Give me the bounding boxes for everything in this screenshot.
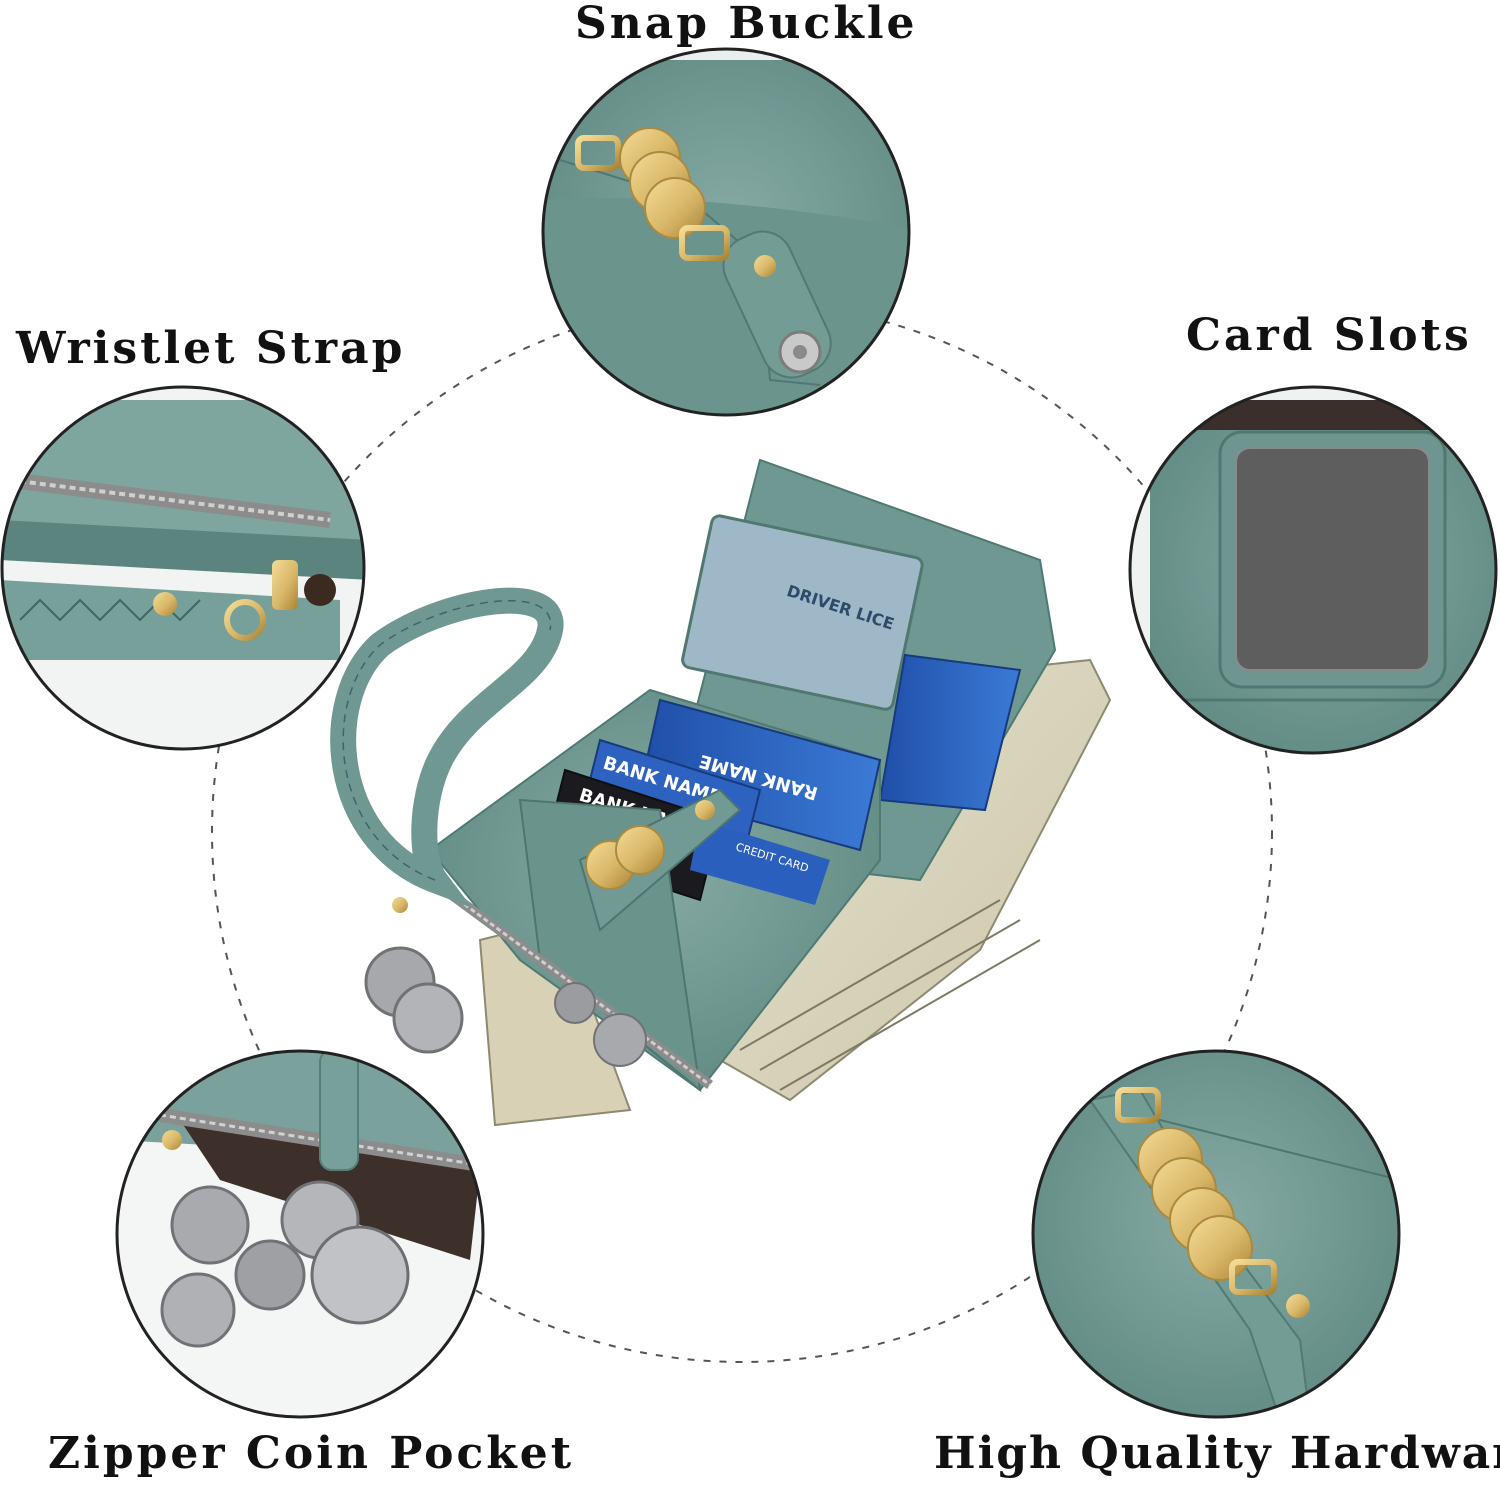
high-quality-hardware-label: High Quality Hardware <box>934 1428 1500 1479</box>
zipper-coin-pocket-detail <box>115 1049 485 1419</box>
card-slots-label: Card Slots <box>1186 310 1472 361</box>
id-window <box>681 514 924 711</box>
wristlet-strap-detail <box>0 385 366 751</box>
snap-buckle-label: Snap Buckle <box>575 0 918 49</box>
coin <box>593 1013 647 1067</box>
card-slots-detail <box>1128 385 1498 755</box>
zipper-coin-pocket-label: Zipper Coin Pocket <box>48 1428 575 1479</box>
coin <box>392 982 464 1054</box>
hardware-detail <box>1031 1049 1401 1419</box>
wallet-product: DRIVER LICE RANK NAME BANK NAME BANK NA … <box>330 458 1112 1127</box>
wristlet-strap-label: Wristlet Strap <box>16 323 406 374</box>
coin <box>554 982 596 1024</box>
snap-buckle-detail <box>541 47 911 417</box>
